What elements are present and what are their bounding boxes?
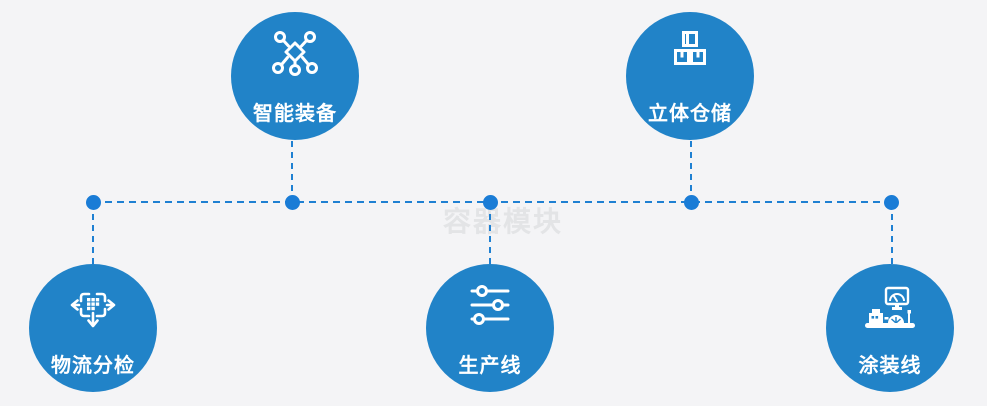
connector-production-line: [489, 203, 491, 264]
stacked-boxes-icon: [666, 30, 714, 76]
node-logistics[interactable]: 物流分检: [29, 264, 157, 392]
node-production-line[interactable]: 生产线: [426, 264, 554, 392]
junction-dot: [285, 195, 300, 210]
node-smart-equipment[interactable]: 智能装备: [231, 12, 359, 140]
junction-dot: [884, 195, 899, 210]
junction-dot: [86, 195, 101, 210]
node-label: 涂装线: [858, 355, 922, 377]
connector-smart-equipment: [291, 141, 293, 202]
junction-dot: [483, 195, 498, 210]
node-painting-line[interactable]: 涂装线: [826, 264, 954, 392]
node-label: 物流分检: [51, 355, 135, 377]
connector-painting-line: [891, 203, 893, 264]
node-warehouse[interactable]: 立体仓储: [626, 12, 754, 140]
connector-warehouse: [690, 141, 692, 202]
node-label: 智能装备: [253, 103, 337, 125]
node-label: 生产线: [458, 355, 522, 377]
machine-monitor-icon: [862, 286, 918, 328]
connector-logistics: [92, 203, 94, 264]
move-distribute-icon: [69, 282, 117, 330]
sliders-icon: [467, 282, 513, 328]
watermark: 容器模块: [443, 206, 564, 237]
node-label: 立体仓储: [648, 103, 732, 125]
network-nodes-icon: [271, 30, 319, 76]
junction-dot: [684, 195, 699, 210]
